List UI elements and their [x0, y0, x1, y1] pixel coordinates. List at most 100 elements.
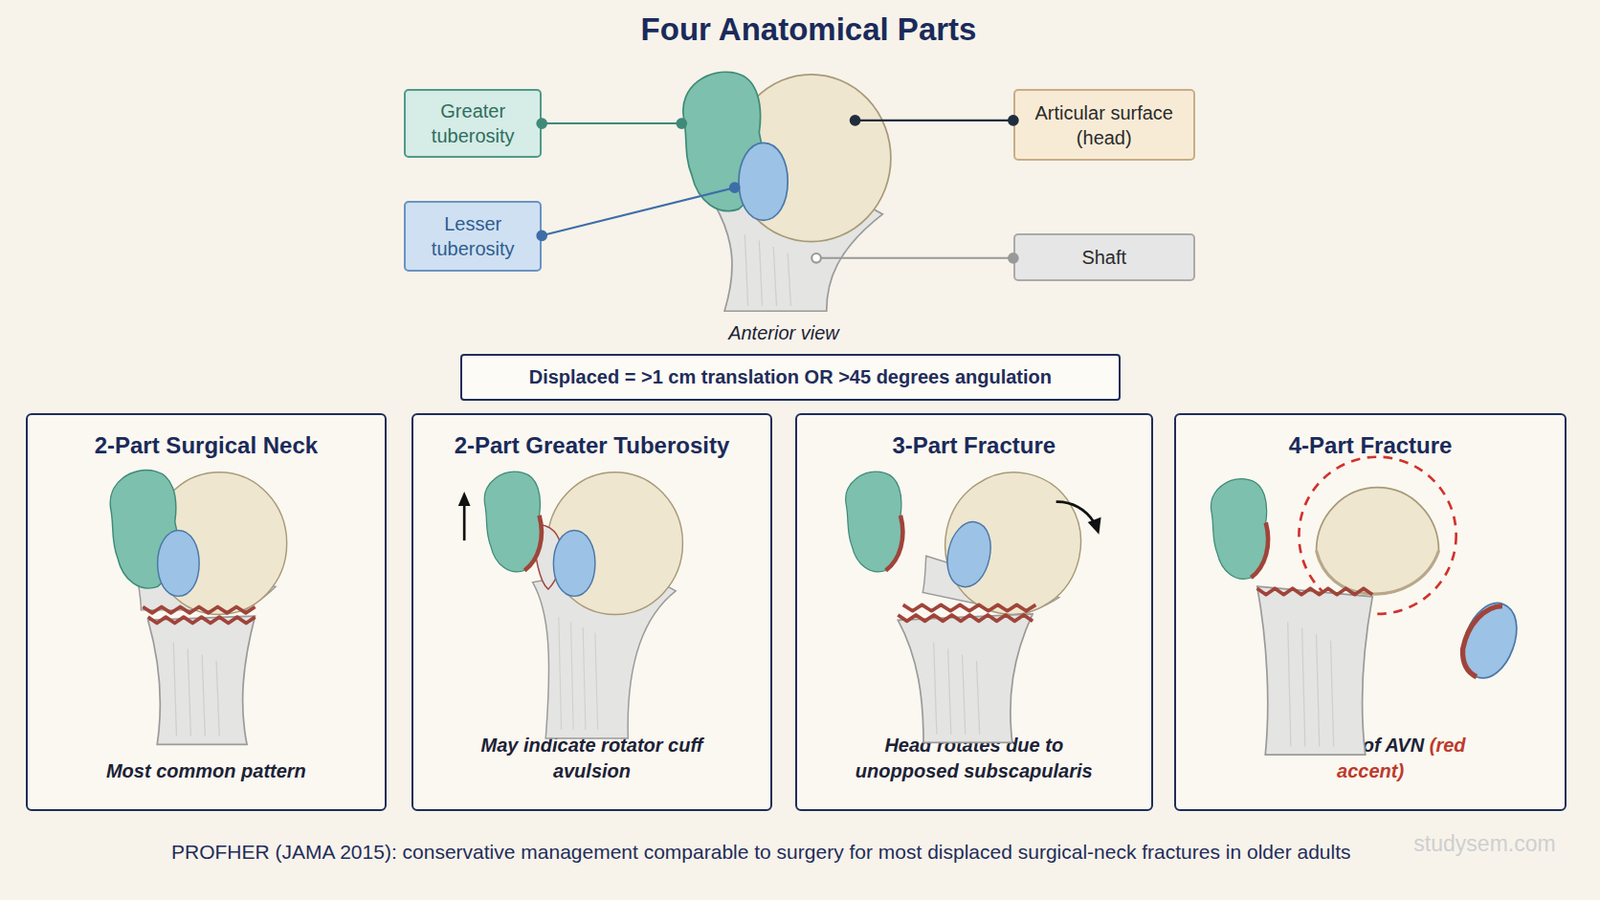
arrow-head: [1088, 517, 1102, 535]
intact-humerus: [533, 472, 684, 739]
fracture-edge: [1316, 551, 1440, 595]
bone-texture: [571, 622, 575, 731]
neck: [136, 574, 276, 611]
panel-heading: 2-Part Surgical Neck: [94, 432, 318, 460]
part-label: Lesser tuberosity: [403, 200, 542, 272]
note-text: Head rotates due to unopposed subscapula…: [855, 734, 1093, 782]
fracture-line: [148, 617, 256, 623]
fracture-line: [903, 604, 1037, 611]
bone-texture: [558, 617, 562, 731]
note-text: May indicate rotator cuff avulsion: [481, 734, 704, 782]
bone-texture: [962, 655, 966, 735]
bone-texture: [976, 661, 979, 735]
leader-line: [541, 122, 682, 125]
leader-dot: [536, 231, 547, 242]
fragment: [1211, 479, 1269, 580]
bone-texture: [1288, 622, 1291, 747]
fracture-line: [897, 615, 1033, 622]
articular-head: [1316, 488, 1440, 595]
humerus: [110, 470, 287, 746]
caption: PROFHER (JAMA 2015): conservative manage…: [171, 841, 1352, 865]
greater-tuberosity: [845, 471, 904, 573]
head-fragment: [917, 456, 1094, 627]
bone-texture: [582, 627, 586, 731]
avn-risk-ring: [1298, 457, 1456, 615]
panel-note: Head rotates due to unopposed subscapula…: [844, 733, 1104, 785]
bone-texture: [948, 648, 952, 735]
fracture-line: [1257, 588, 1373, 595]
definition-box: Displaced = >1 cm translation OR >45 deg…: [460, 354, 1121, 401]
lesser-tuberosity: [553, 530, 596, 597]
part-label: Shaft: [1013, 233, 1196, 282]
box-text: Displaced = >1 cm translation OR >45 deg…: [529, 366, 1052, 389]
bone-texture: [758, 241, 762, 307]
part-label: Greater tuberosity: [403, 88, 542, 159]
bone-texture: [1330, 641, 1334, 748]
leader-dot: [677, 118, 688, 129]
panel-heading: 3-Part Fracture: [891, 432, 1056, 460]
greater-tuberosity: [484, 471, 542, 573]
illustration-group: [110, 71, 1527, 756]
fracture-edge: [886, 515, 904, 572]
fracture-panel: 2-Part Surgical NeckMost common pattern: [25, 413, 387, 812]
leader-dot: [850, 115, 861, 126]
lesser-tuberosity: [1453, 596, 1527, 687]
panel-heading: 4-Part Fracture: [1288, 432, 1453, 460]
leader-dot: [1008, 115, 1019, 126]
bone-texture: [1302, 628, 1306, 748]
watermark: studysem.com: [1413, 831, 1556, 858]
humerus: [683, 71, 891, 312]
humerus: [458, 471, 684, 739]
title: Four Anatomical Parts: [0, 11, 1600, 48]
fracture-edge: [1250, 522, 1268, 578]
leader-dot: [536, 118, 547, 129]
box-text: Articular surface (head): [1024, 100, 1184, 151]
greater-tuberosity: [683, 71, 763, 211]
humerus: [845, 456, 1102, 743]
greater-tuberosity: [110, 470, 178, 589]
arrow-shaft: [463, 504, 467, 541]
panel-heading: 2-Part Greater Tuberosity: [454, 432, 731, 460]
panel-note: May indicate rotator cuff avulsion: [462, 733, 721, 785]
box-text: Shaft: [1081, 244, 1127, 270]
rotation-arrow: [1056, 502, 1094, 523]
note-text: Most common pattern: [106, 760, 307, 782]
shaft: [897, 614, 1033, 743]
articular-head: [732, 74, 891, 243]
bone-texture: [744, 234, 748, 307]
bone-texture: [1316, 634, 1320, 747]
head-fragment: [110, 470, 287, 616]
fracture-edge: [524, 515, 542, 572]
bone-texture: [187, 648, 191, 737]
fracture-panel: 4-Part FractureHigh risk of AVN(red acce…: [1174, 413, 1566, 812]
leader-dot: [730, 182, 740, 193]
bone-texture: [787, 252, 791, 306]
leader-line: [541, 187, 735, 236]
shaft: [533, 565, 677, 739]
view-label: Anterior view: [728, 322, 840, 345]
fragment: [845, 471, 904, 573]
fracture-panel: 2-Part Greater TuberosityMay indicate ro…: [411, 413, 773, 812]
fragment: [484, 471, 542, 573]
part-label: Articular surface (head): [1013, 88, 1196, 162]
bone-texture: [595, 632, 599, 731]
lesser-tuberosity: [941, 517, 997, 591]
articular-head: [932, 460, 1094, 628]
articular-head: [547, 472, 683, 616]
bone-texture: [773, 246, 777, 307]
leader-dot: [1008, 253, 1019, 264]
note-text: High risk of AVN: [1275, 734, 1425, 756]
articular-head: [151, 472, 287, 616]
fracture-panel: 3-Part FractureHead rotates due to unopp…: [795, 413, 1154, 812]
greater-tuberosity: [1211, 479, 1269, 580]
bone-texture: [933, 643, 937, 735]
panel-note: Most common pattern: [106, 758, 307, 785]
humerus: [1211, 457, 1527, 756]
fracture-edge: [1454, 598, 1503, 677]
shaft: [713, 183, 883, 312]
leader-line: [855, 119, 1014, 122]
lesser-tuberosity: [157, 530, 200, 597]
bone-texture: [173, 643, 177, 737]
